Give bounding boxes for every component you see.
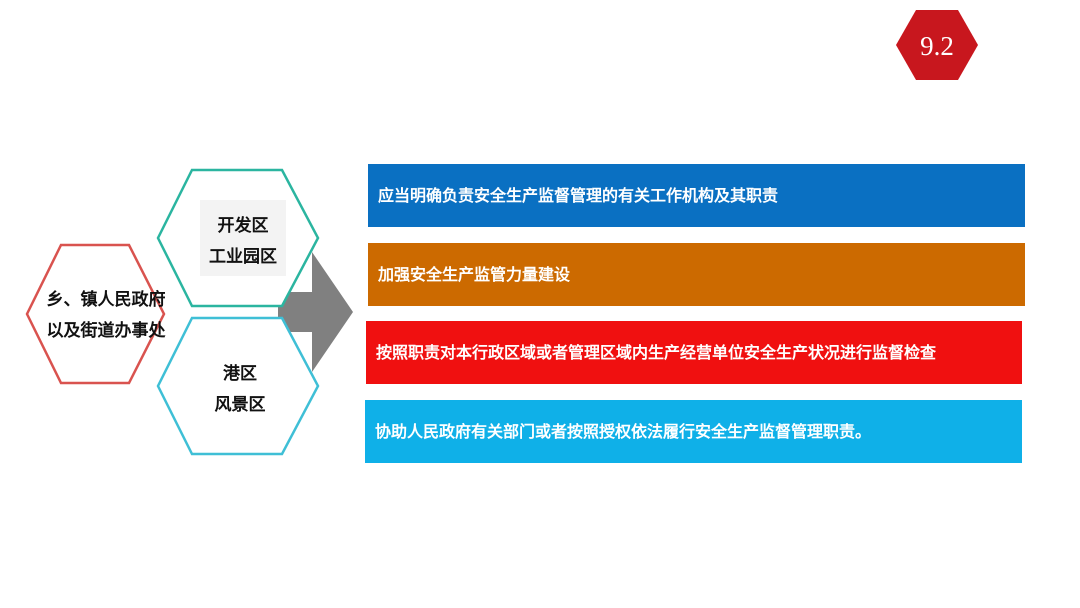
badge-hexagon [896, 10, 978, 80]
duty-bar-2: 加强安全生产监管力量建设 [368, 243, 1025, 306]
main-hexagon-line1: 乡、镇人民政府 [46, 290, 166, 310]
section-number: 9.2 [920, 31, 954, 61]
top-hexagon-line2: 工业园区 [209, 247, 277, 267]
bottom-hexagon-line1: 港区 [223, 364, 257, 384]
main-hexagon [25, 243, 166, 385]
bottom-hexagon [156, 316, 320, 456]
main-hexagon-line2: 以及街道办事处 [46, 321, 166, 341]
top-hexagon-line1: 开发区 [217, 216, 269, 236]
top-hexagon-label: 开发区 工业园区 [190, 211, 296, 273]
right-arrow-icon [278, 252, 353, 372]
duty-bar-1: 应当明确负责安全生产监督管理的有关工作机构及其职责 [368, 164, 1025, 227]
duty-bar-3: 按照职责对本行政区域或者管理区域内生产经营单位安全生产状况进行监督检查 [366, 321, 1022, 384]
top-hexagon-label-bg [200, 200, 286, 276]
duty-bar-4: 协助人民政府有关部门或者按照授权依法履行安全生产监督管理职责。 [365, 400, 1022, 463]
bottom-hexagon-line2: 风景区 [214, 395, 266, 415]
bottom-hexagon-label: 港区 风景区 [190, 359, 290, 421]
main-hexagon-label: 乡、镇人民政府 以及街道办事处 [36, 285, 176, 347]
